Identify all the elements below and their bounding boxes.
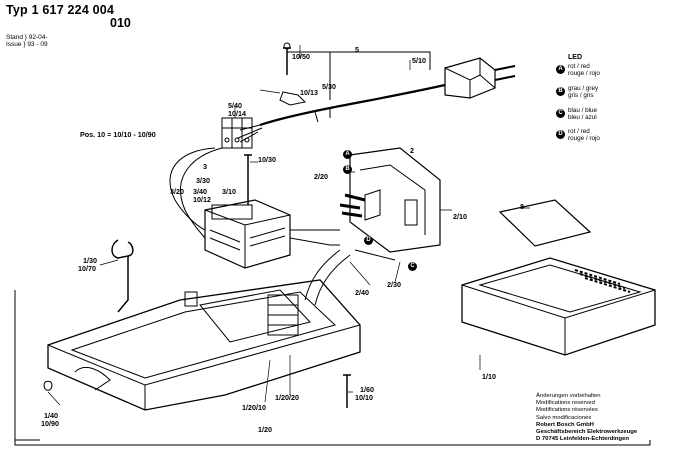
part-label: 10/13	[300, 88, 318, 97]
footer-line: Salvo modificaciones	[536, 414, 592, 421]
legend-item-d: D rot / red rouge / rojo	[556, 128, 671, 148]
stand-date: Stand } 92-04-	[6, 34, 48, 41]
part-label: 3/40	[193, 187, 207, 196]
part-label: 5/10	[412, 56, 426, 65]
callout-a: A	[343, 150, 352, 159]
legend-badge: C	[556, 109, 565, 118]
footer-line: Modifications reserved	[536, 400, 595, 407]
part-label: 2	[410, 146, 414, 155]
position-note: Pos. 10 = 10/10 - 10/90	[80, 130, 156, 139]
part-label: 2/30	[387, 280, 401, 289]
part-label: 1/20/10	[242, 403, 266, 412]
legend-color: blau / blue	[568, 107, 598, 114]
legend-badge: A	[556, 65, 565, 74]
part-label: 1/20/20	[275, 393, 299, 402]
part-label: 10/30	[258, 155, 276, 164]
part-label: 1/30	[83, 256, 97, 265]
part-label: 3/10	[222, 187, 236, 196]
part-label: 1/10	[482, 372, 496, 381]
legend-badge: B	[556, 87, 565, 96]
base-housing	[47, 279, 361, 411]
led-legend-title: LED	[568, 54, 582, 61]
circuit-board	[339, 147, 441, 253]
part-label: 10/50	[292, 52, 310, 61]
part-label: 3	[203, 162, 207, 171]
legend-color-fr-es: bleu / azul	[568, 114, 597, 121]
legend-color: grau / grey	[568, 85, 599, 92]
footer-line: Modifications réservées	[536, 407, 598, 414]
screw-1-60	[343, 374, 351, 408]
footer-notice: Änderungen vorbehalten Modifications res…	[536, 393, 637, 443]
transformer	[204, 199, 291, 269]
label-plate	[498, 199, 592, 247]
part-label: 10/14	[228, 109, 246, 118]
issue-date: Issue } 93 - 09	[6, 41, 48, 48]
screw-10-30	[244, 154, 252, 205]
part-label: 1/40	[44, 411, 58, 420]
part-label: 1/60	[360, 385, 374, 394]
legend-item-c: C blau / blue bleu / azul	[556, 107, 671, 127]
part-label: 3/30	[196, 176, 210, 185]
legend-badge: D	[556, 130, 565, 139]
housing-cover	[461, 257, 656, 356]
part-label: 5	[355, 45, 359, 54]
company-name: Robert Bosch GmbH	[536, 421, 594, 428]
part-label: 10/70	[78, 264, 96, 273]
callout-b: B	[343, 165, 352, 174]
legend-item-a: A rot / red rouge / rojo	[556, 63, 671, 83]
legend-color-fr-es: rouge / rojo	[568, 70, 600, 77]
part-label: 10/12	[193, 195, 211, 204]
part-label: 5/30	[322, 82, 336, 91]
footer-line: Änderungen vorbehalten	[536, 393, 601, 399]
legend-item-b: B grau / grey gris / gris	[556, 85, 671, 105]
company-address: D 70745 Leinfelden-Echterdingen	[536, 436, 629, 443]
callout-c: C	[408, 262, 417, 271]
legend-color: rot / red	[568, 128, 590, 135]
part-label: 10/10	[355, 393, 373, 402]
document-subtitle: 010	[110, 16, 131, 30]
document-title: Typ 1 617 224 004	[6, 3, 115, 17]
part-label: 8	[520, 202, 524, 211]
company-division: Geschäftsbereich Elektrowerkzeuge	[536, 429, 638, 436]
mains-cable	[259, 83, 446, 127]
terminal-block	[221, 117, 253, 149]
legend-color-fr-es: rouge / rojo	[568, 135, 600, 142]
part-label: 5/40	[228, 101, 242, 110]
legend-color: rot / red	[568, 63, 590, 70]
cable-clamp	[279, 91, 307, 106]
part-label: 1/20	[258, 425, 272, 434]
part-label: 2/10	[453, 212, 467, 221]
part-label: 3/20	[170, 187, 184, 196]
part-label: 2/40	[355, 288, 369, 297]
legend-color-fr-es: gris / gris	[568, 92, 594, 99]
bracket-1	[14, 290, 651, 446]
part-label: 10/90	[41, 419, 59, 428]
foot	[43, 380, 53, 391]
bracket-clip	[111, 239, 134, 313]
part-label: 2/20	[314, 172, 328, 181]
callout-d: D	[364, 236, 373, 245]
